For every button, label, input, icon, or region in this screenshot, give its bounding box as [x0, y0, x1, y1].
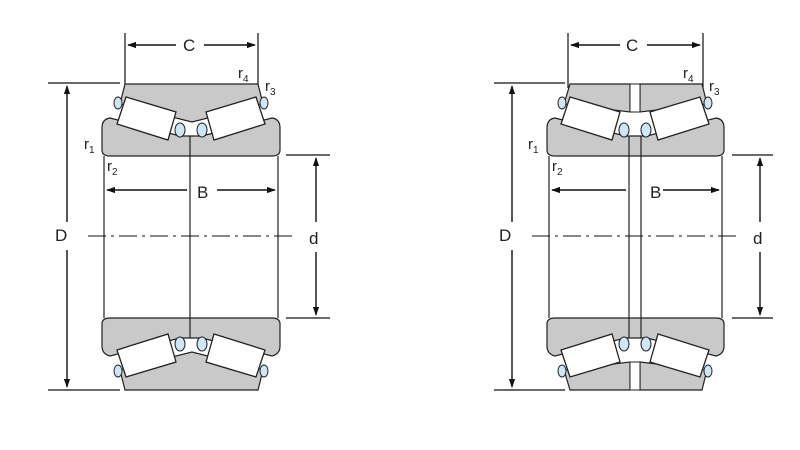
outer-diameter-label: D — [499, 226, 511, 245]
roller-upper-left — [560, 96, 621, 141]
cage-upper-left-inner — [618, 122, 630, 138]
bore-diameter-label: d — [309, 229, 318, 248]
chamfer-r1-label: r1 — [84, 136, 95, 156]
cone-width-label: B — [197, 183, 208, 202]
chamfer-r3-label: r3 — [265, 78, 276, 98]
cage-lower-left-outer — [557, 364, 567, 378]
cup-spacer-upper — [629, 83, 641, 113]
chamfer-r2-label: r2 — [107, 158, 118, 178]
outer-diameter-label: D — [55, 226, 67, 245]
diagram-left: D C — [48, 33, 330, 391]
cage-upper-left-outer — [113, 96, 123, 110]
cage-lower-right-inner — [196, 336, 208, 352]
chamfer-r3-label: r3 — [709, 78, 720, 98]
cup-width-label: C — [183, 36, 195, 55]
roller-lower-right — [649, 333, 710, 378]
chamfer-r1-label: r1 — [528, 136, 539, 156]
cup-spacer-lower — [629, 361, 641, 391]
cage-lower-right-outer — [703, 364, 713, 378]
chamfer-r2-label: r2 — [552, 158, 563, 178]
cage-upper-right-inner — [640, 122, 652, 138]
roller-lower-right — [205, 333, 266, 378]
cage-lower-left-inner — [618, 336, 630, 352]
cup-width-label: C — [626, 36, 638, 55]
cage-lower-right-inner — [640, 336, 652, 352]
roller-upper-right — [649, 96, 710, 141]
roller-upper-left — [116, 96, 177, 141]
cage-upper-right-inner — [196, 122, 208, 138]
cage-lower-right-outer — [259, 364, 269, 378]
roller-upper-right — [205, 96, 266, 141]
cage-upper-left-inner — [174, 122, 186, 138]
cage-lower-left-inner — [174, 336, 186, 352]
chamfer-r4-label: r4 — [238, 65, 249, 85]
bore-diameter-label: d — [753, 229, 762, 248]
cage-lower-left-outer — [113, 364, 123, 378]
cage-upper-right-outer — [259, 96, 269, 110]
roller-lower-left — [560, 333, 621, 378]
diagram-right: D C — [494, 33, 773, 391]
roller-lower-left — [116, 333, 177, 378]
cage-upper-left-outer — [557, 96, 567, 110]
cone-width-label: B — [650, 183, 661, 202]
cage-upper-right-outer — [703, 96, 713, 110]
chamfer-r4-label: r4 — [683, 65, 694, 85]
